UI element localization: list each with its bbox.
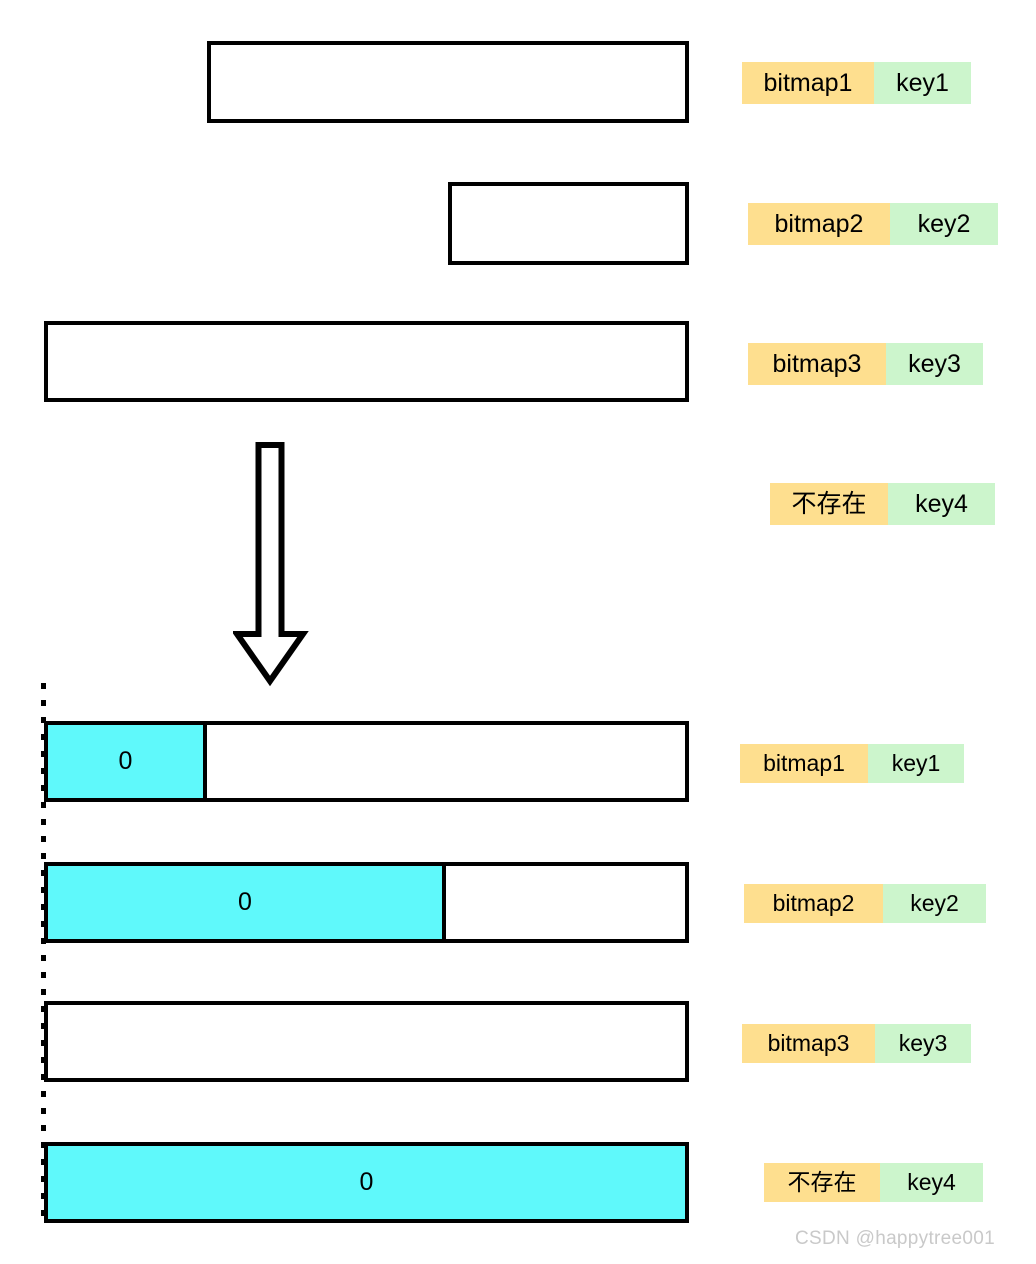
bottom-pill-bitmap-4-label: 不存在	[787, 1169, 857, 1195]
top-pill-bitmap-1: bitmap1	[742, 62, 874, 104]
bottom-pill-bitmap-1: bitmap1	[740, 744, 868, 783]
top-pill-bitmap-2-label: bitmap2	[774, 209, 864, 238]
bottom-pill-key-1: key1	[868, 744, 964, 783]
bottom-pill-key-2-label: key2	[910, 890, 959, 916]
top-pill-key-4-label: key4	[915, 489, 968, 518]
bottom-pill-key-3: key3	[875, 1024, 971, 1063]
watermark: CSDN @happytree001	[795, 1228, 995, 1250]
bottom-label-row-1: bitmap1 key1	[740, 744, 964, 783]
top-bar-bitmap1	[207, 41, 689, 123]
bottom-pill-key-1-label: key1	[891, 750, 941, 776]
bottom-bar-bitmap2: 0	[44, 862, 689, 943]
bottom-pill-bitmap-1-label: bitmap1	[763, 750, 845, 776]
top-pill-key-2: key2	[890, 203, 998, 245]
bottom-label-row-2: bitmap2 key2	[744, 884, 986, 923]
bottom-label-row-3: bitmap3 key3	[742, 1024, 971, 1063]
bottom-label-row-4: 不存在 key4	[764, 1163, 983, 1202]
bottom-pill-bitmap-2-label: bitmap2	[772, 890, 855, 916]
top-bar-bitmap3	[44, 321, 689, 402]
top-pill-key-2-label: key2	[917, 209, 971, 238]
bottom-bar-bitmap3-empty	[48, 1005, 685, 1078]
top-pill-bitmap-2: bitmap2	[748, 203, 890, 245]
bottom-bar-bitmap2-value: 0	[238, 888, 252, 916]
down-arrow	[233, 441, 309, 687]
bottom-pill-key-3-label: key3	[898, 1030, 948, 1056]
top-label-row-2: bitmap2 key2	[748, 203, 998, 245]
bottom-bar-bitmap2-empty	[446, 866, 685, 939]
top-pill-key-4: key4	[888, 483, 995, 525]
top-pill-bitmap-4: 不存在	[770, 483, 888, 525]
top-pill-key-3-label: key3	[908, 349, 961, 378]
bottom-pill-key-2: key2	[883, 884, 986, 923]
top-pill-bitmap-3: bitmap3	[748, 343, 886, 385]
top-pill-key-3: key3	[886, 343, 983, 385]
bottom-pill-bitmap-3-label: bitmap3	[767, 1030, 850, 1056]
bottom-bar-key4-value: 0	[359, 1168, 374, 1196]
top-pill-key-1-label: key1	[896, 68, 949, 97]
top-label-row-3: bitmap3 key3	[748, 343, 983, 385]
bottom-bar-bitmap1: 0	[44, 721, 689, 802]
watermark-text: CSDN @happytree001	[795, 1228, 996, 1249]
bottom-bar-key4-fill: 0	[48, 1146, 685, 1219]
bottom-bar-bitmap2-fill: 0	[48, 866, 446, 939]
top-pill-bitmap-4-label: 不存在	[791, 489, 867, 518]
bottom-bar-bitmap1-fill: 0	[48, 725, 207, 798]
top-pill-bitmap-1-label: bitmap1	[763, 68, 853, 97]
dashed-left-rail	[41, 683, 46, 1222]
bottom-pill-key-4-label: key4	[907, 1169, 956, 1195]
top-label-row-1: bitmap1 key1	[742, 62, 971, 104]
bottom-pill-bitmap-3: bitmap3	[742, 1024, 875, 1063]
top-label-row-4: 不存在 key4	[770, 483, 995, 525]
bottom-bar-bitmap1-empty	[207, 725, 685, 798]
bottom-bar-key4: 0	[44, 1142, 689, 1223]
top-bar-bitmap2	[448, 182, 689, 265]
down-arrow-icon	[233, 442, 309, 687]
top-pill-key-1: key1	[874, 62, 971, 104]
bottom-bar-bitmap1-value: 0	[118, 747, 133, 775]
bottom-bar-bitmap3	[44, 1001, 689, 1082]
bottom-pill-bitmap-2: bitmap2	[744, 884, 883, 923]
bottom-pill-bitmap-4: 不存在	[764, 1163, 880, 1202]
top-pill-bitmap-3-label: bitmap3	[772, 349, 862, 378]
bottom-pill-key-4: key4	[880, 1163, 983, 1202]
